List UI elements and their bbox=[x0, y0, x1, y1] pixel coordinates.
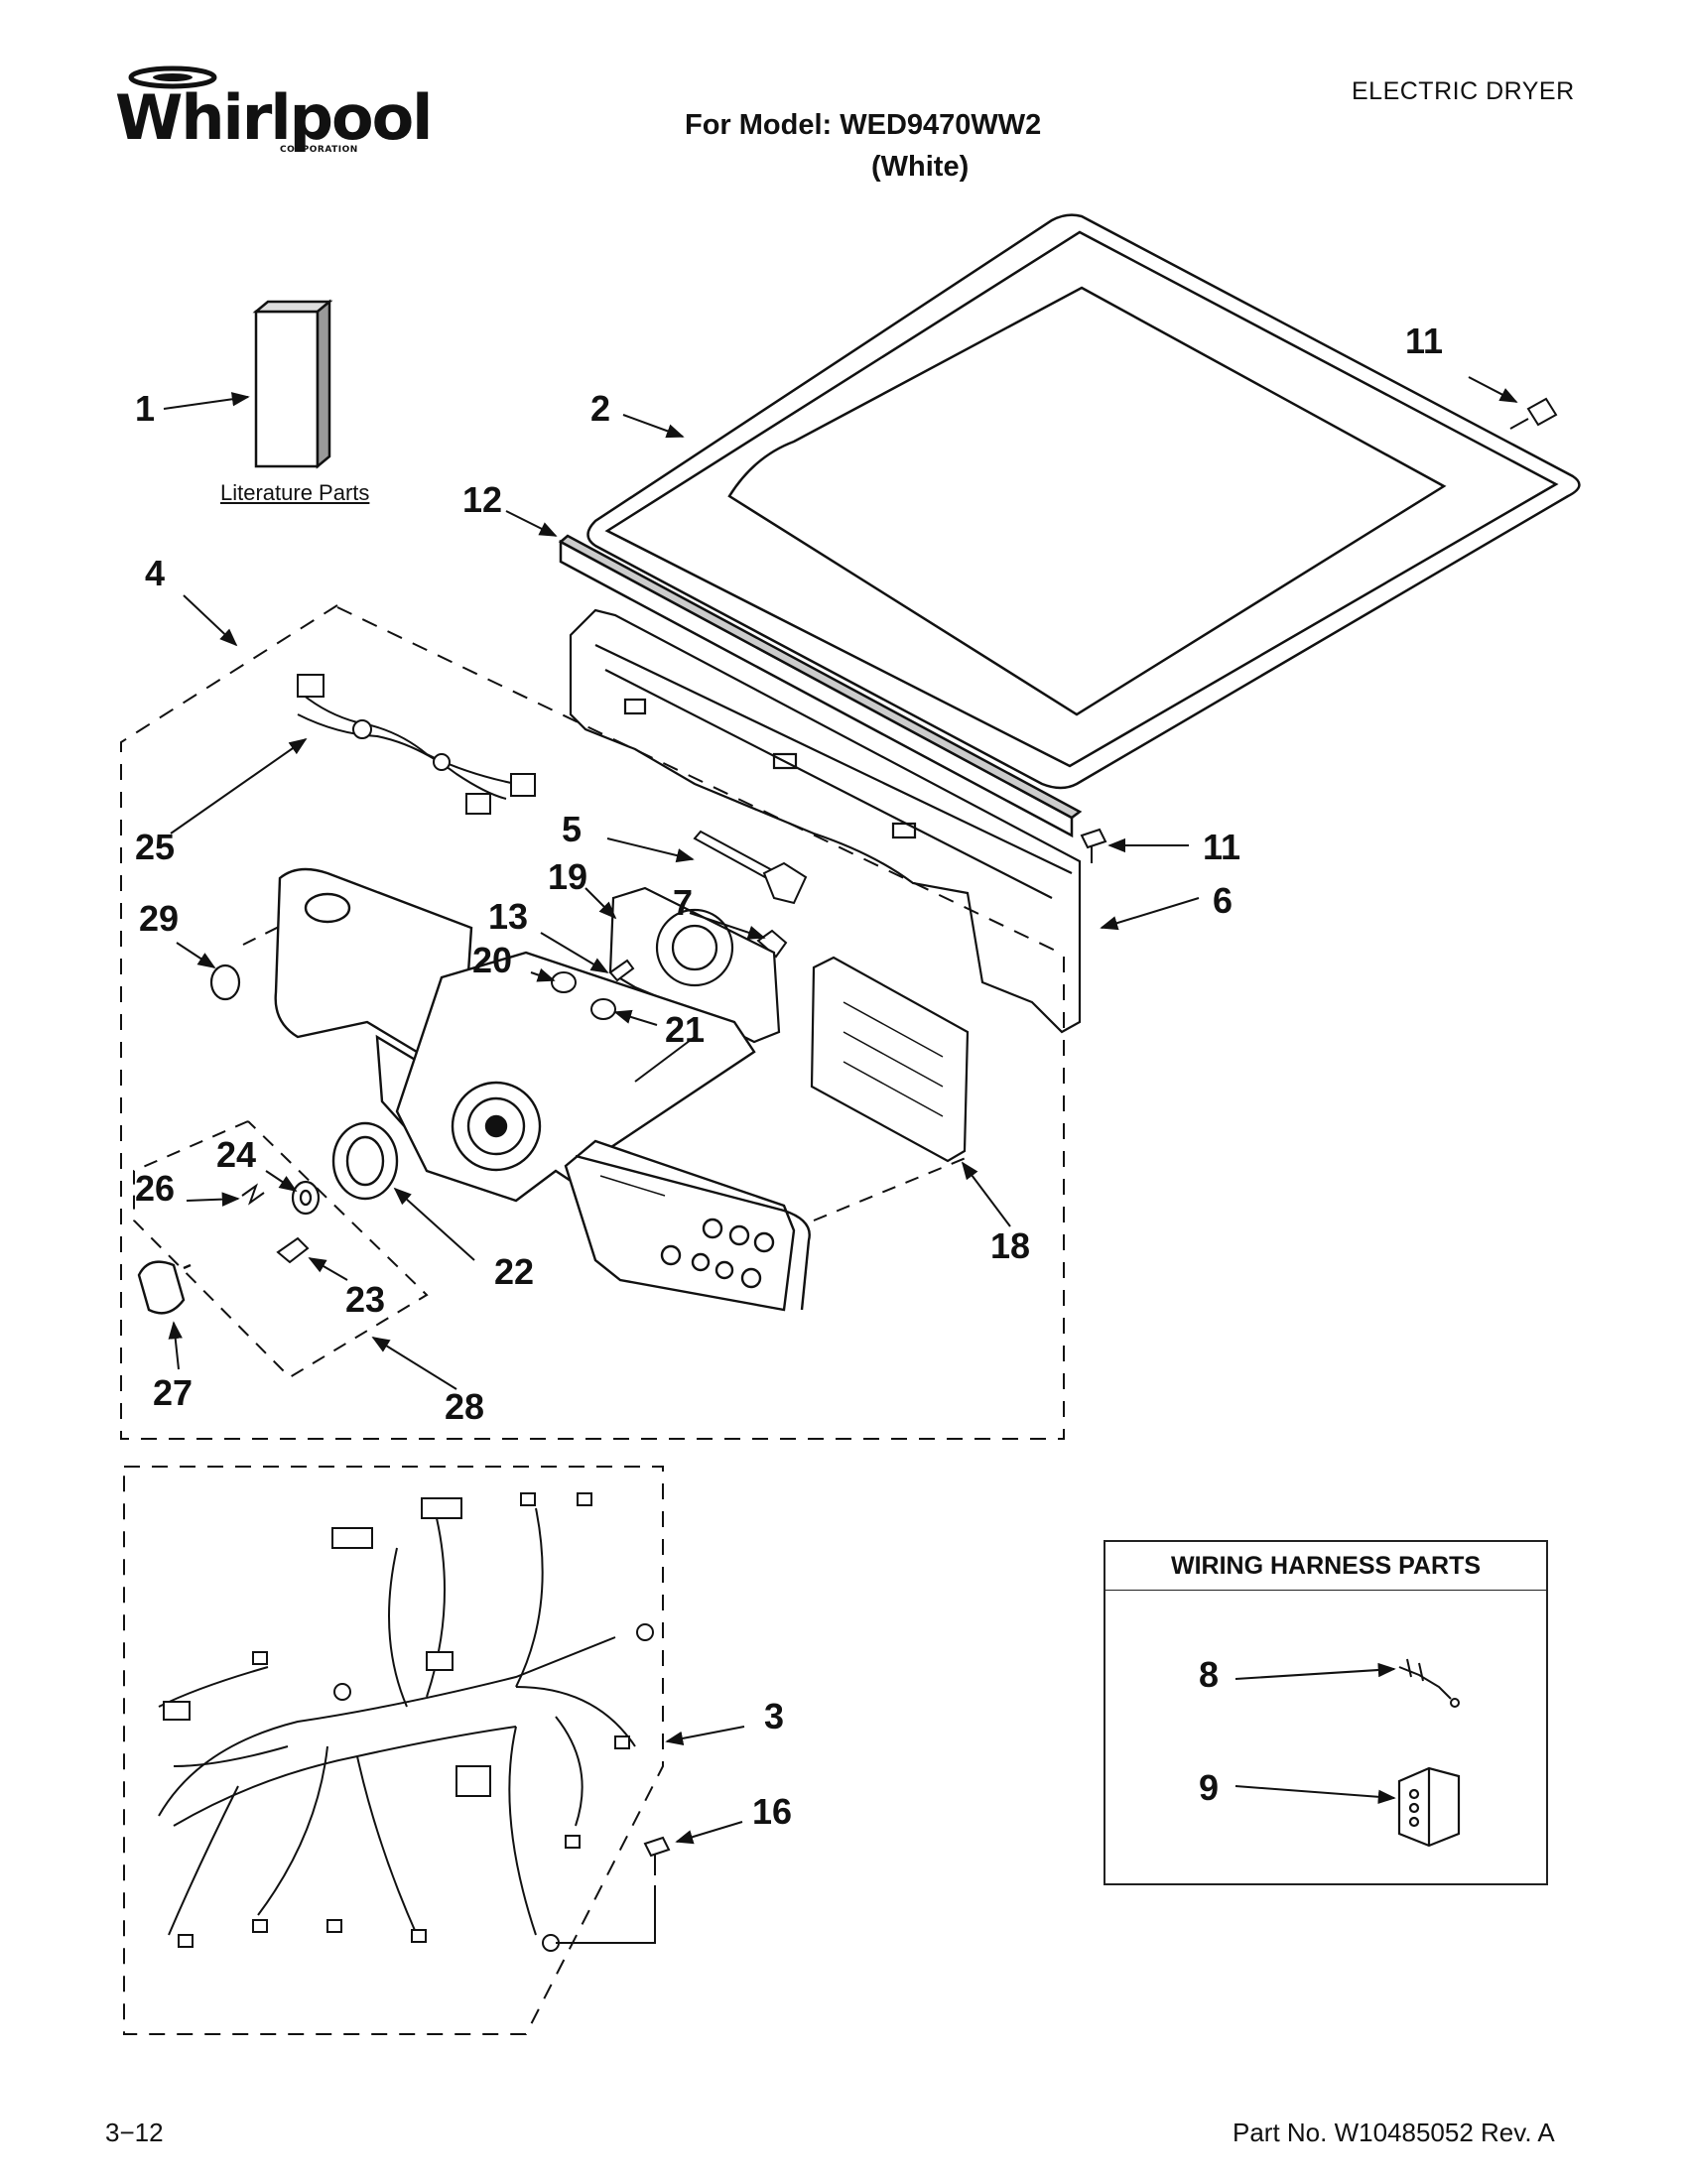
main-harness-outline bbox=[123, 1466, 664, 2035]
console-group-outline bbox=[120, 604, 1065, 1440]
literature-parts-label: Literature Parts bbox=[220, 480, 370, 505]
top-panel bbox=[586, 213, 1581, 790]
encoder-shaft bbox=[276, 1236, 310, 1264]
callout-2: 2 bbox=[590, 388, 611, 429]
wiring-harness-parts-box: WIRING HARNESS PARTS bbox=[1104, 1540, 1548, 1885]
model-line: For Model: WED9470WW2 bbox=[685, 109, 1042, 141]
logo-swoosh-icon bbox=[128, 65, 217, 89]
callout-23: 23 bbox=[345, 1279, 386, 1320]
brand-logo: Whirlpool CORPORATION bbox=[109, 60, 433, 159]
dial-ring bbox=[331, 1121, 399, 1201]
console-harness bbox=[297, 674, 536, 815]
callout-4: 4 bbox=[145, 553, 166, 593]
console-front-panel bbox=[564, 1139, 811, 1312]
callout-26: 26 bbox=[135, 1168, 176, 1209]
callout-19: 19 bbox=[548, 856, 588, 897]
screw-icon bbox=[1080, 828, 1107, 863]
product-type: ELECTRIC DRYER bbox=[1352, 77, 1575, 105]
brand-name: Whirlpool bbox=[115, 81, 433, 154]
window-lens bbox=[209, 964, 241, 1001]
knob-spindle bbox=[551, 971, 577, 993]
part-number: Part No. W10485052 Rev. A bbox=[1233, 2118, 1555, 2147]
callout-11-mid: 11 bbox=[1203, 827, 1241, 867]
screw-icon bbox=[1509, 397, 1558, 430]
callout-11-top: 11 bbox=[1405, 321, 1444, 361]
main-wiring-harness bbox=[158, 1492, 656, 1952]
control-board bbox=[810, 956, 970, 1163]
screw-icon bbox=[643, 1836, 671, 1875]
led-lens bbox=[608, 959, 635, 982]
callout-13: 13 bbox=[488, 896, 529, 937]
color-line: (White) bbox=[871, 151, 970, 183]
connector-plug-icon bbox=[1397, 1766, 1461, 1848]
callout-9: 9 bbox=[1199, 1767, 1220, 1808]
callout-21: 21 bbox=[665, 1009, 706, 1050]
callout-22: 22 bbox=[494, 1251, 535, 1292]
callout-20: 20 bbox=[472, 940, 513, 980]
wiring-harness-parts-title: WIRING HARNESS PARTS bbox=[1105, 1542, 1546, 1591]
page-number: 3−12 bbox=[105, 2118, 164, 2147]
callout-18: 18 bbox=[990, 1225, 1031, 1266]
literature-book-icon bbox=[252, 299, 333, 469]
callout-6: 6 bbox=[1213, 880, 1234, 921]
bearing bbox=[590, 998, 616, 1020]
callout-27: 27 bbox=[153, 1372, 194, 1413]
console-bracket bbox=[569, 608, 1082, 1034]
callout-3: 3 bbox=[764, 1696, 785, 1736]
callout-8: 8 bbox=[1199, 1654, 1220, 1695]
callout-16: 16 bbox=[752, 1791, 793, 1832]
knob-subgroup-outline bbox=[133, 1120, 429, 1379]
knob bbox=[137, 1260, 192, 1315]
terminal-icon bbox=[1398, 1658, 1460, 1708]
callout-25: 25 bbox=[135, 827, 176, 867]
callout-24: 24 bbox=[216, 1134, 257, 1175]
callout-12: 12 bbox=[462, 479, 503, 520]
callout-28: 28 bbox=[445, 1386, 485, 1427]
front-seal-strip bbox=[558, 534, 1083, 838]
spring bbox=[241, 1183, 265, 1206]
callout-7: 7 bbox=[673, 882, 694, 923]
callout-1: 1 bbox=[135, 388, 156, 429]
leader-lines bbox=[163, 376, 1518, 1845]
callout-5: 5 bbox=[562, 809, 583, 849]
console-frame bbox=[395, 951, 756, 1203]
callout-29: 29 bbox=[139, 898, 180, 939]
clip bbox=[756, 861, 808, 959]
brand-sub: CORPORATION bbox=[280, 145, 358, 155]
knob-coupler bbox=[291, 1180, 321, 1216]
